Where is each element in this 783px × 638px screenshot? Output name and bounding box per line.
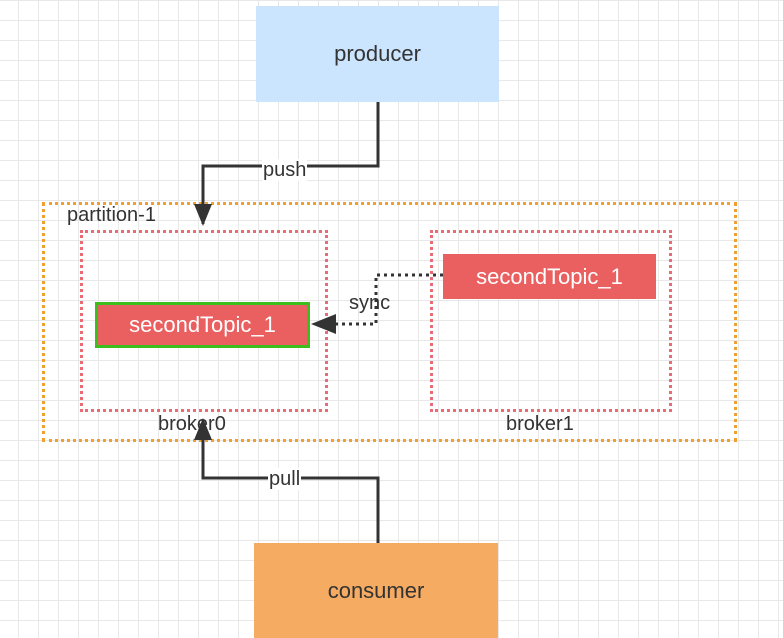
pull-edge-label: pull [268,468,302,490]
broker1-topic-replica[interactable]: secondTopic_1 [443,254,656,299]
partition-label: partition-1 [67,204,156,226]
broker1-container[interactable] [430,230,672,412]
consumer-label: consumer [327,577,425,603]
partition-container[interactable] [42,202,737,442]
broker0-topic-leader[interactable]: secondTopic_1 [95,302,310,348]
producer-node[interactable]: producer [256,6,499,102]
broker0-topic-label: secondTopic_1 [129,312,276,337]
sync-edge-label: sync [349,292,391,314]
sync-edge[interactable] [334,273,443,326]
broker1-label: broker1 [506,413,574,435]
push-edge-label: push [262,159,308,181]
broker1-topic-label: secondTopic_1 [476,263,623,289]
consumer-node[interactable]: consumer [254,543,498,638]
sync-arrowhead [311,314,336,334]
producer-label: producer [334,41,421,66]
